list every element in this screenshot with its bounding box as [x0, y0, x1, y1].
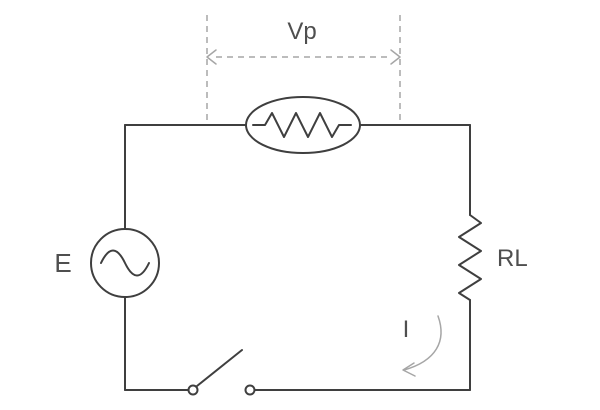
current-label: I [403, 316, 410, 343]
load-resistor-symbol [458, 214, 482, 301]
dashed-guides [206, 15, 401, 123]
probe-voltage-label: Vp [287, 18, 316, 45]
switch-contact-left [187, 384, 199, 396]
current-arrow-curve [403, 315, 442, 371]
labels: E Vp RL I [54, 18, 527, 343]
vp-arrowhead-left [206, 49, 217, 65]
switch-lever [196, 349, 243, 387]
vp-arrowhead-right [390, 49, 401, 65]
load-label: RL [497, 245, 528, 272]
arrow-marks [206, 49, 442, 377]
inline-resistor-zigzag [252, 112, 352, 138]
wires [90, 96, 482, 396]
source-label: E [54, 248, 71, 278]
sine-wave-icon [100, 249, 150, 277]
switch-contact-right [244, 384, 256, 396]
current-arrowhead [402, 362, 416, 377]
